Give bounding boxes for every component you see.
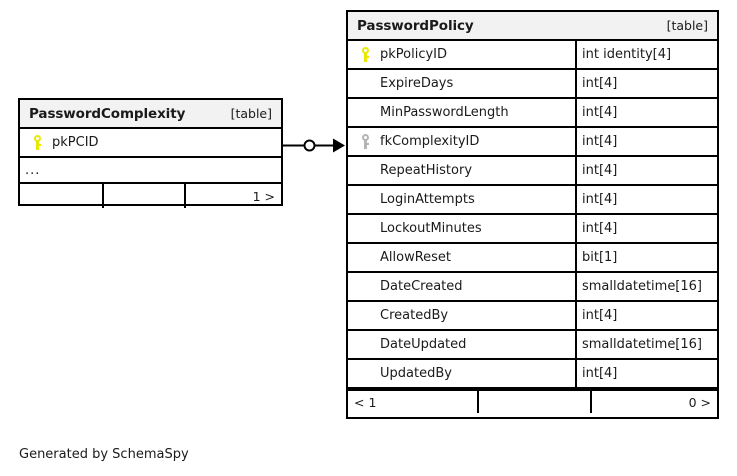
table-row[interactable]: LoginAttempts int[4] xyxy=(348,186,717,215)
column-type-cell: int[4] xyxy=(575,157,717,184)
column-name-cell: MinPasswordLength xyxy=(348,99,575,126)
column-type-cell: int[4] xyxy=(575,215,717,242)
entity-title: PasswordComplexity xyxy=(29,105,186,122)
table-row[interactable]: AllowReset bit[1] xyxy=(348,244,717,273)
column-type-cell: smalldatetime[16] xyxy=(575,331,717,358)
column-type-cell: bit[1] xyxy=(575,244,717,271)
column-name-cell: AllowReset xyxy=(348,244,575,271)
column-label: RepeatHistory xyxy=(380,163,473,178)
column-type-cell: int identity[4] xyxy=(575,41,717,68)
zero-cardinality-circle-icon xyxy=(303,139,316,152)
column-type-cell: int[4] xyxy=(575,360,717,387)
column-label: UpdatedBy xyxy=(380,366,452,381)
column-name-cell: DateCreated xyxy=(348,273,575,300)
yellow-key-icon xyxy=(354,47,376,62)
column-type-cell: int[4] xyxy=(575,128,717,155)
entity-password-policy[interactable]: PasswordPolicy [table] pkPolicyID int id… xyxy=(346,10,719,419)
generated-by-caption: Generated by SchemaSpy xyxy=(19,447,189,462)
crows-foot-icon xyxy=(333,138,345,153)
column-name-cell: RepeatHistory xyxy=(348,157,575,184)
table-row[interactable]: pkPCID xyxy=(20,129,281,158)
table-row[interactable]: MinPasswordLength int[4] xyxy=(348,99,717,128)
table-row[interactable]: DateUpdated smalldatetime[16] xyxy=(348,331,717,360)
column-label: fkComplexityID xyxy=(380,134,480,149)
column-label: pkPolicyID xyxy=(380,47,448,62)
relationship-connector-complexity-to-policy[interactable] xyxy=(281,130,351,162)
column-type-cell: int[4] xyxy=(575,70,717,97)
table-row[interactable]: UpdatedBy int[4] xyxy=(348,360,717,389)
column-name-cell: DateUpdated xyxy=(348,331,575,358)
column-type-cell: int[4] xyxy=(575,99,717,126)
table-row[interactable]: ExpireDays int[4] xyxy=(348,70,717,99)
footer-cell-middle xyxy=(102,184,184,208)
entity-password-complexity[interactable]: PasswordComplexity [table] pkPCID ... 1 … xyxy=(18,98,283,208)
column-name-cell: ExpireDays xyxy=(348,70,575,97)
footer-cell-left: < 1 xyxy=(354,394,377,410)
column-name-cell: UpdatedBy xyxy=(348,360,575,387)
table-row[interactable]: pkPolicyID int identity[4] xyxy=(348,41,717,70)
table-row[interactable]: DateCreated smalldatetime[16] xyxy=(348,273,717,302)
column-label: ExpireDays xyxy=(380,76,454,91)
column-label: pkPCID xyxy=(52,135,99,150)
column-type-cell: int[4] xyxy=(575,302,717,329)
column-label: LoginAttempts xyxy=(380,192,475,207)
column-label: DateUpdated xyxy=(380,337,467,352)
table-row[interactable]: RepeatHistory int[4] xyxy=(348,157,717,186)
entity-footer-password-complexity: 1 > xyxy=(20,184,281,208)
column-label: CreatedBy xyxy=(380,308,449,323)
column-name-cell: pkPolicyID xyxy=(348,41,575,68)
column-label: MinPasswordLength xyxy=(380,105,509,120)
column-name-cell: fkComplexityID xyxy=(348,128,575,155)
footer-cell-left xyxy=(20,184,102,208)
column-name-cell: CreatedBy xyxy=(348,302,575,329)
entity-header-password-complexity: PasswordComplexity [table] xyxy=(20,100,281,129)
more-columns-indicator: ... xyxy=(20,158,281,184)
column-type-cell: smalldatetime[16] xyxy=(575,273,717,300)
column-name-cell: LockoutMinutes xyxy=(348,215,575,242)
footer-cell-right: 0 > xyxy=(590,391,717,413)
column-label: AllowReset xyxy=(380,250,452,265)
column-name-cell: pkPCID xyxy=(20,129,281,156)
table-row[interactable]: CreatedBy int[4] xyxy=(348,302,717,331)
column-label: LockoutMinutes xyxy=(380,221,482,236)
entity-title: PasswordPolicy xyxy=(357,17,474,34)
yellow-key-icon xyxy=(26,135,48,150)
column-type-cell: int[4] xyxy=(575,186,717,213)
table-row[interactable]: fkComplexityID int[4] xyxy=(348,128,717,157)
entity-footer-password-policy: < 1 0 > xyxy=(348,389,717,413)
footer-cell-right: 1 > xyxy=(184,184,281,208)
entity-header-password-policy: PasswordPolicy [table] xyxy=(348,12,717,41)
footer-cell-middle xyxy=(477,391,590,413)
column-label: DateCreated xyxy=(380,279,463,294)
column-name-cell: LoginAttempts xyxy=(348,186,575,213)
entity-kind-label: [table] xyxy=(230,106,272,121)
table-row[interactable]: LockoutMinutes int[4] xyxy=(348,215,717,244)
entity-kind-label: [table] xyxy=(666,18,708,33)
gray-key-icon xyxy=(354,134,376,149)
